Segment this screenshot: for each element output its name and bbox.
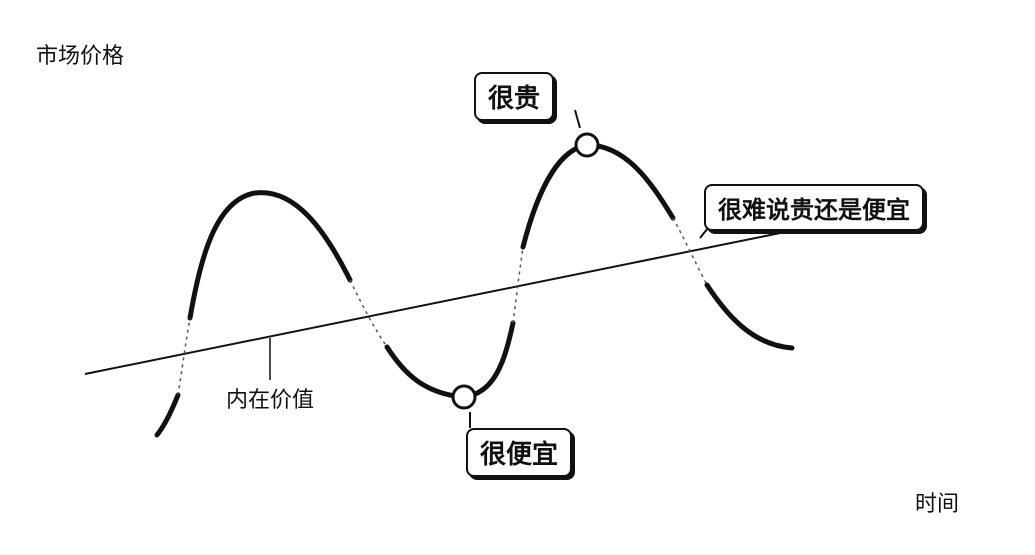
intrinsic-value-label: 内在价值 — [226, 388, 315, 413]
callout-cheap: 很便宜 — [466, 428, 573, 477]
price-segment — [154, 392, 181, 438]
trough-marker — [451, 384, 477, 410]
x-axis-title: 时间 — [915, 492, 960, 517]
callout-expensive: 很贵 — [474, 72, 555, 121]
callout-unclear: 很难说贵还是便宜 — [704, 184, 924, 231]
y-axis-title: 市场价格 — [36, 44, 125, 69]
expensive-pointer — [574, 109, 581, 129]
price-segment — [384, 320, 516, 400]
intrinsic-value-line — [84, 229, 796, 375]
price-crossing-dashes — [177, 217, 708, 396]
price-segment — [520, 142, 676, 250]
price-segment — [704, 282, 795, 351]
price-segment — [187, 190, 353, 321]
peak-marker — [574, 132, 600, 158]
